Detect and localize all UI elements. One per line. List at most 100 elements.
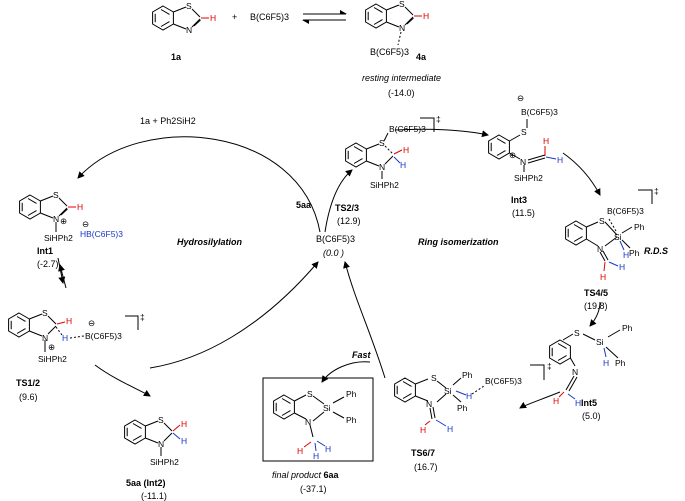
atom-h-blue: H <box>623 250 629 260</box>
atom-n: N <box>572 367 578 377</box>
atom-s: S <box>574 328 580 338</box>
atom-h-red: H <box>403 145 409 155</box>
label-ts12: TS1/2 <box>16 378 40 388</box>
atom-h-blue-2: H <box>447 424 453 434</box>
rds-label: R.D.S <box>644 246 668 256</box>
arc-ts67-to-center <box>343 261 386 379</box>
phenyl-2: Ph <box>457 403 468 413</box>
atom-s: S <box>186 1 192 11</box>
atom-s: S <box>599 216 605 226</box>
arc-int1-to-ts12 <box>57 257 66 284</box>
atom-h-red: H <box>420 425 426 435</box>
phenyl-2: Ph <box>615 358 626 368</box>
atom-s: S <box>379 138 385 148</box>
borane-int3: B(C6F5)3 <box>521 107 558 117</box>
product-caption: final product 6aa <box>272 470 340 480</box>
atom-h-red: H <box>66 316 72 326</box>
atom-n: N <box>426 399 432 409</box>
energy-ts67: (16.7) <box>414 462 438 472</box>
plus-sign: + <box>232 12 237 22</box>
borane-ts67: B(C6F5)3 <box>485 376 522 386</box>
silyl-group: SiHPh2 <box>44 233 73 243</box>
atom-h-red: H <box>210 13 216 23</box>
plus-charge: ⊕ <box>48 342 55 352</box>
structure-ts45: S B(C6F5)3 N Si Ph Ph H H H ‡ <box>565 186 659 282</box>
cycle-arrows <box>57 128 601 409</box>
minus-charge: ⊖ <box>517 93 524 103</box>
atom-n: N <box>520 157 526 167</box>
atom-si: Si <box>596 337 604 347</box>
plus-charge: ⊕ <box>60 216 67 226</box>
borane-ts12: B(C6F5)3 <box>85 331 122 341</box>
atom-s: S <box>158 415 164 425</box>
atom-n: N <box>53 214 59 224</box>
atom-si: Si <box>323 403 331 413</box>
atom-si: Si <box>614 232 622 242</box>
phenyl-2: Ph <box>346 415 357 425</box>
arc-ts12-to-int1 <box>58 264 67 289</box>
label-ts67: TS6/7 <box>411 448 435 458</box>
atom-h-red: H <box>297 446 303 456</box>
atom-s: S <box>521 127 527 137</box>
plus-charge: ⊕ <box>509 150 516 160</box>
structure-ts23: S N B(C6F5)3 H H SiHPh2 ‡ <box>345 114 441 190</box>
energy-int5: (5.0) <box>582 411 601 421</box>
phenyl-1: Ph <box>346 389 357 399</box>
arc-ts12-to-5aa <box>94 364 151 397</box>
minus-charge: ⊖ <box>88 318 95 328</box>
atom-s: S <box>399 0 405 9</box>
atom-h-blue: H <box>557 155 563 165</box>
dagger: ‡ <box>436 114 441 124</box>
atom-h-blue: H <box>62 333 68 343</box>
structure-ts67: S Si Ph Ph H B(C6F5)3 N H H ‡ <box>394 361 552 435</box>
structure-ts12: S N ⊕ H H ⊖ B(C6F5)3 SiHPh2 ‡ <box>8 308 145 364</box>
label-ts45: TS4/5 <box>584 288 608 298</box>
resting-caption: resting intermediate <box>362 73 441 83</box>
hydrosilylation-label: Hydrosilylation <box>177 237 243 247</box>
arc-5aa-to-center <box>149 261 319 369</box>
structure-int1: S N ⊕ H SiHPh2 ⊖ HB(C6F5)3 <box>19 190 123 243</box>
label-int5: Int5 <box>581 398 597 408</box>
arc-to-product <box>321 361 371 383</box>
atom-n: N <box>42 333 48 343</box>
borane-top: B(C6F5)3 <box>250 12 289 22</box>
arc-int3-to-ts45 <box>562 152 601 196</box>
atom-s: S <box>53 190 59 200</box>
resting-energy: (-14.0) <box>388 88 415 98</box>
atom-h-blue: H <box>466 391 472 401</box>
atom-h-red: H <box>77 202 83 212</box>
hydridoborate: HB(C6F5)3 <box>80 229 123 239</box>
phenyl-1: Ph <box>462 370 473 380</box>
arc-ts23-to-int3 <box>394 128 489 138</box>
arc-int5-to-ts67 <box>519 391 561 409</box>
atom-s: S <box>307 389 313 399</box>
atom-s: S <box>431 373 437 383</box>
atom-n: N <box>158 439 164 449</box>
atom-n: N <box>597 244 603 254</box>
label-1a: 1a <box>171 52 182 62</box>
dagger: ‡ <box>140 312 145 322</box>
arc-ts45-to-int5 <box>589 301 601 327</box>
energy-int1: (-2.7) <box>37 259 59 269</box>
product-box: S Si Ph Ph N H H H <box>262 377 374 462</box>
arc-entry-to-int1 <box>77 136 321 233</box>
phenyl-2: Ph <box>629 248 640 258</box>
atom-h-blue: H <box>400 160 406 170</box>
atom-h-blue: H <box>181 436 187 446</box>
borane-on-n: B(C6F5)3 <box>370 47 409 57</box>
atom-h-red: H <box>543 136 549 146</box>
energy-ts45: (19.8) <box>584 301 608 311</box>
label-int1: Int1 <box>37 246 53 256</box>
structure-5aa: S N H H SiHPh2 <box>124 415 187 467</box>
entry-reagent: 1a + Ph2SiH2 <box>140 116 196 126</box>
atom-n: N <box>305 417 311 427</box>
label-5aa: 5aa (Int2) <box>126 478 166 488</box>
atom-si: Si <box>444 386 452 396</box>
label-ts23: TS2/3 <box>335 203 359 213</box>
energy-ts12: (9.6) <box>19 392 38 402</box>
atom-h-red: H <box>423 11 429 21</box>
minus-charge: ⊖ <box>82 219 89 229</box>
atom-n: N <box>399 23 405 33</box>
silyl-group: SiHPh2 <box>150 457 179 467</box>
